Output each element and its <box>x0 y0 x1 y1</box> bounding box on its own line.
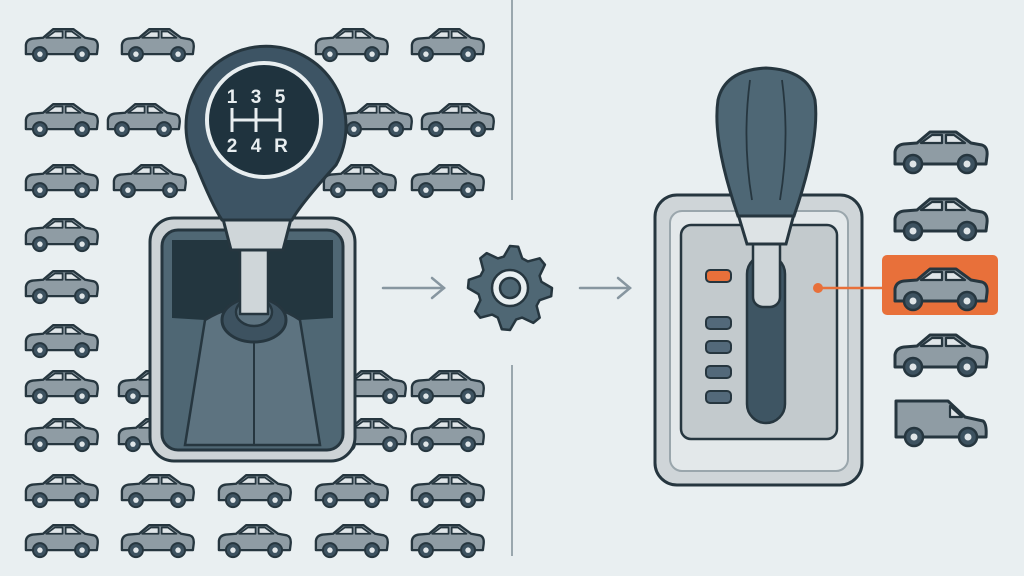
indicator <box>705 316 732 330</box>
car-icon <box>410 473 485 509</box>
gear-label-5: 5 <box>275 87 286 108</box>
car-icon <box>893 333 989 378</box>
shift-pattern-icon <box>230 108 282 132</box>
car-icon <box>893 197 989 242</box>
car-icon <box>24 369 99 405</box>
car-icon <box>120 473 195 509</box>
car-icon <box>217 473 292 509</box>
car-icon <box>106 102 181 138</box>
car-icon <box>338 102 413 138</box>
indicator <box>705 365 732 379</box>
car-icon <box>410 523 485 559</box>
car-icon <box>112 163 187 199</box>
car-icon <box>893 130 989 175</box>
car-icon <box>120 523 195 559</box>
gear-hub <box>498 276 522 300</box>
car-icon <box>24 27 99 63</box>
indicator <box>705 390 732 404</box>
car-icon <box>217 523 292 559</box>
car-icon <box>314 523 389 559</box>
gear-indicators <box>705 269 732 404</box>
car-icon <box>322 163 397 199</box>
indicator <box>705 340 732 354</box>
car-icon <box>314 27 389 63</box>
automatic-shifter <box>653 66 884 487</box>
gear-label-3: 3 <box>251 87 262 108</box>
gear-label-r: R <box>274 136 288 157</box>
car-icon <box>410 369 485 405</box>
car-icon <box>24 217 99 253</box>
gear-label-2: 2 <box>227 136 238 157</box>
arrow-right-icon <box>381 276 446 300</box>
car-icon <box>314 473 389 509</box>
indicator-active <box>705 269 732 283</box>
car-icon <box>24 417 99 453</box>
car-icon <box>410 417 485 453</box>
car-icon <box>420 102 495 138</box>
arrow-right-icon <box>578 276 632 300</box>
car-icon <box>24 473 99 509</box>
gear-label-4: 4 <box>251 136 262 157</box>
car-icon <box>24 163 99 199</box>
car-icon <box>24 323 99 359</box>
car-icon <box>120 27 195 63</box>
car-icon <box>24 523 99 559</box>
car-icon <box>410 163 485 199</box>
van-icon <box>894 399 988 448</box>
manual-shifter: 1 3 5 2 4 R <box>148 44 357 463</box>
vehicle-options <box>893 130 989 448</box>
car-icon <box>24 102 99 138</box>
car-icon <box>410 27 485 63</box>
car-icon <box>24 269 99 305</box>
gear-icon <box>466 244 554 332</box>
gear-label-1: 1 <box>227 87 238 108</box>
